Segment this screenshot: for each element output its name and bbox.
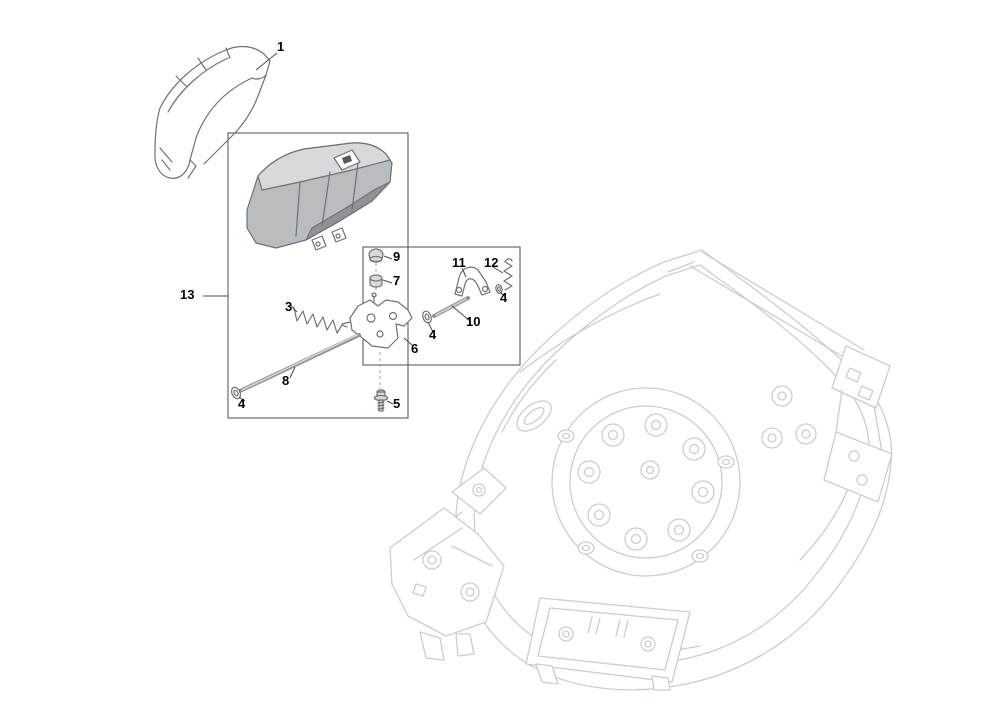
- callout-6: 6: [411, 341, 419, 356]
- warning-label-plate: [333, 149, 361, 171]
- callout-8: 8: [282, 373, 290, 388]
- assembly-axis-dashed: [375, 263, 381, 389]
- callout-5: 5: [393, 396, 401, 411]
- deck-bolt-ring: [577, 413, 715, 551]
- callout-3: 3: [285, 299, 293, 314]
- part-washer-4-pin: [495, 283, 503, 295]
- part-guard-1: [154, 45, 271, 179]
- part-bushing-7: [369, 274, 383, 288]
- deck-contour: [519, 293, 661, 373]
- deck-rear-plate: [525, 597, 691, 691]
- deck-center-circle-outer: [551, 387, 741, 577]
- deck-apex-line: [667, 261, 695, 273]
- callout-10: 10: [466, 314, 481, 329]
- callout-4-pin: 4: [500, 290, 508, 305]
- part-pin-10: [432, 296, 470, 318]
- callout-12: 12: [484, 255, 499, 270]
- mower-deck-art: [389, 249, 893, 691]
- callout-13: 13: [180, 287, 195, 302]
- part-deflector: [246, 142, 393, 251]
- deflector-hinge-tabs: [311, 227, 347, 251]
- part-bolt-5: [373, 389, 389, 412]
- deck-center-circle-inner: [569, 405, 723, 559]
- callout-7: 7: [393, 273, 401, 288]
- part-washer-4-bracket: [422, 310, 432, 324]
- deck-hub: [640, 460, 660, 480]
- callout-9: 9: [393, 249, 401, 264]
- deck-hub-hole: [645, 465, 655, 475]
- deck-adjuster-circles: [761, 385, 817, 449]
- deck-inner-rim: [473, 264, 870, 665]
- part-spring-3: [289, 304, 348, 334]
- part-clamp-11: [454, 266, 491, 297]
- part-spring-12: [503, 258, 513, 291]
- deck-bosses: [557, 429, 735, 563]
- callout-1: 1: [277, 39, 285, 54]
- part-rod-8: [238, 333, 361, 393]
- deck-handle-mount: [689, 251, 893, 503]
- deck-front-bracket: [389, 467, 507, 661]
- leader-lines: [203, 52, 505, 405]
- part-bracket-6: [341, 292, 413, 349]
- deck-oval-slot: [516, 400, 552, 432]
- callout-4-rod-end: 4: [238, 396, 246, 411]
- callout-11: 11: [452, 255, 466, 270]
- part-cap-9: [368, 248, 384, 263]
- deck-contour: [501, 359, 557, 433]
- part-washer-4-rod-end: [230, 386, 242, 400]
- callout-4-bracket: 4: [429, 327, 437, 342]
- detail-box-large: [227, 132, 409, 419]
